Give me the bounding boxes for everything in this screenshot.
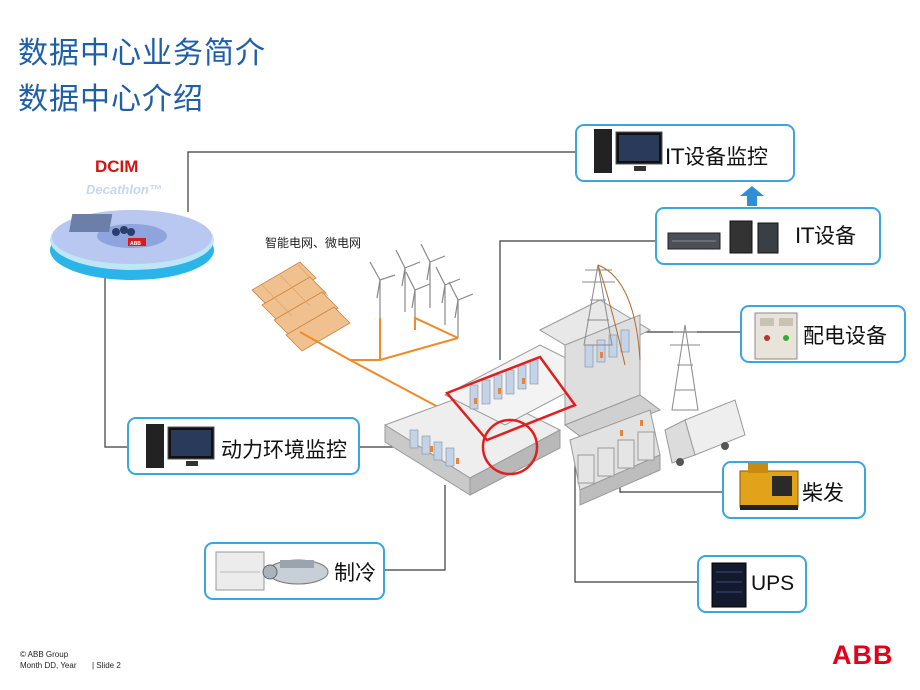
cooling-label: 制冷 — [334, 561, 376, 585]
wind-turbines-icon — [369, 243, 474, 338]
power-env-monitor-label: 动力环境监控 — [221, 438, 347, 462]
power-distribution-label: 配电设备 — [803, 324, 887, 348]
power-pylons-icon — [582, 264, 700, 411]
footer-slide-number: | Slide 2 — [92, 661, 121, 670]
monitor-room-highlight — [481, 418, 539, 476]
grid-power-lines — [299, 316, 459, 409]
solar-grid-lines — [261, 264, 329, 317]
diesel-label: 柴发 — [802, 481, 844, 505]
dcim-title: DCIM — [95, 157, 139, 176]
dcim-disc-icon: ABB — [50, 210, 214, 280]
connector-lines — [104, 151, 740, 583]
datacenter-building — [383, 299, 662, 506]
dcim-badge: ABB — [130, 241, 141, 247]
abb-logo: ABB — [832, 640, 894, 670]
smart-grid-label: 智能电网、微电网 — [265, 236, 362, 250]
page-title: 数据中心业务简介 — [18, 36, 266, 71]
footer-date: Month DD, Year — [20, 661, 77, 670]
power-env-monitor-box — [127, 417, 360, 475]
ups-label: UPS — [751, 572, 795, 595]
server-room-highlight — [444, 355, 577, 442]
diesel-box — [722, 461, 866, 519]
it-monitor-label: IT设备监控 — [665, 145, 769, 169]
up-arrow-icon — [740, 186, 764, 206]
truck-icon — [664, 399, 746, 466]
dcim-product-name: Decathlon™ — [86, 182, 162, 197]
it-equipment-label: IT设备 — [795, 224, 857, 248]
page-subtitle: 数据中心介绍 — [18, 82, 204, 117]
footer-copyright: © ABB Group — [20, 650, 69, 659]
solar-panels-icon — [251, 261, 351, 352]
